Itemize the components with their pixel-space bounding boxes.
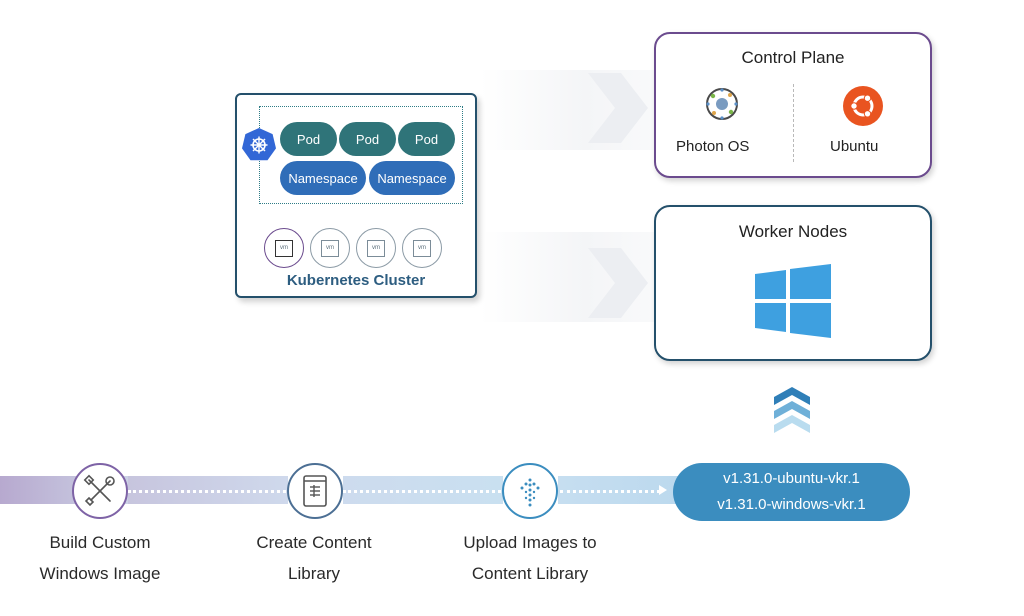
control-plane-title: Control Plane — [741, 48, 845, 67]
os-divider — [793, 84, 794, 162]
vm-label: vm — [367, 239, 385, 257]
pod-pill: Pod — [339, 122, 396, 156]
vm-label: vm — [321, 239, 339, 257]
step-label-upload: Upload Images to Content Library — [425, 527, 635, 589]
flow-arrowhead-icon — [659, 485, 667, 495]
kubernetes-cluster-card: Pod Pod Pod Namespace Namespace vm vm vm… — [235, 93, 477, 298]
control-plane-card: Control Plane Photon OS Ubuntu — [654, 32, 932, 178]
namespace-pill: Namespace — [369, 161, 455, 195]
worker-nodes-title: Worker Nodes — [738, 222, 848, 241]
step-label-line: Library — [288, 564, 340, 583]
step-label-line: Windows Image — [39, 564, 161, 583]
release-version: v1.31.0-ubuntu-vkr.1 — [723, 470, 860, 487]
vm-icon: vm — [402, 228, 442, 268]
flow-dotted-line — [343, 490, 501, 493]
pod-pill: Pod — [280, 122, 337, 156]
vm-label: vm — [275, 239, 293, 257]
ubuntu-icon — [843, 86, 883, 131]
worker-nodes-card: Worker Nodes — [654, 205, 932, 361]
cluster-label: Kubernetes Cluster — [286, 272, 426, 289]
step-label-build: Build Custom Windows Image — [0, 527, 200, 589]
step-label-line: Build Custom — [49, 533, 151, 552]
vm-label: vm — [413, 239, 431, 257]
photon-os-icon — [702, 84, 742, 129]
ubuntu-label: Ubuntu — [830, 138, 879, 155]
step-label-create: Create Content Library — [214, 527, 414, 589]
step-label-line: Create Content — [256, 533, 372, 552]
vm-icon: vm — [310, 228, 350, 268]
upward-arrows-icon — [774, 387, 810, 440]
vm-icon: vm — [264, 228, 304, 268]
flow-dotted-line — [560, 490, 660, 493]
release-versions-pill: v1.31.0-ubuntu-vkr.1 v1.31.0-windows-vkr… — [673, 463, 910, 521]
step-label-line: Content Library — [471, 564, 589, 583]
release-version: v1.31.0-windows-vkr.1 — [717, 496, 866, 513]
flow-dotted-line — [128, 490, 286, 493]
namespace-pill: Namespace — [280, 161, 366, 195]
tools-icon — [72, 463, 128, 519]
windows-icon — [755, 264, 831, 343]
kubernetes-icon — [242, 128, 276, 161]
content-library-icon — [287, 463, 343, 519]
upload-icon — [502, 463, 558, 519]
step-label-line: Upload Images to — [463, 533, 597, 552]
vm-icon: vm — [356, 228, 396, 268]
photon-os-label: Photon OS — [676, 138, 750, 155]
pod-pill: Pod — [398, 122, 455, 156]
